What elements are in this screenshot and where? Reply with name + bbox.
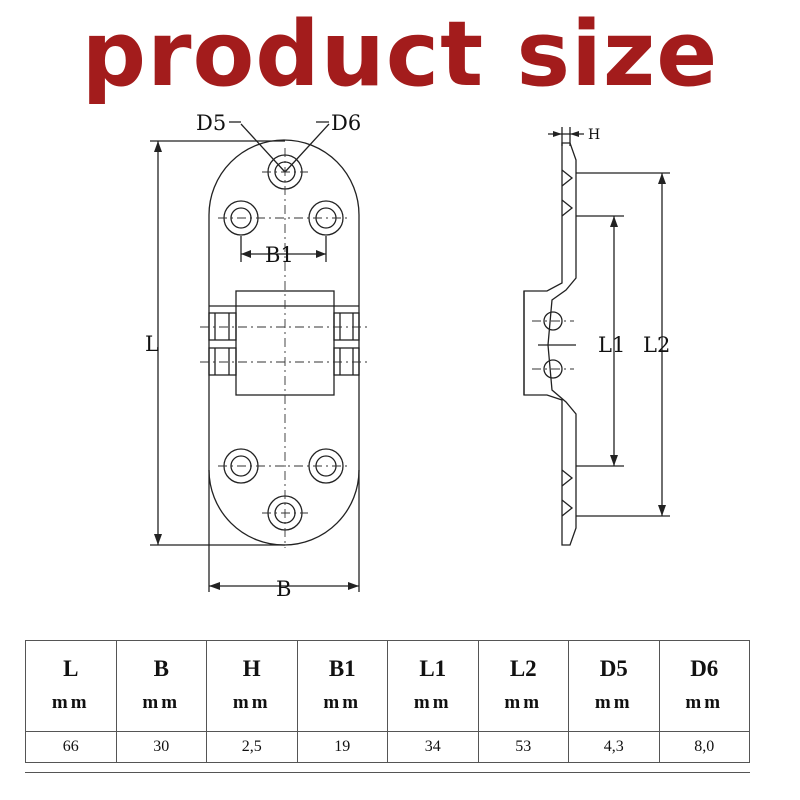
value-l2: 53 [477, 731, 569, 763]
value-b1: 19 [296, 731, 388, 763]
label-l: L [145, 332, 159, 356]
d6-leader [284, 123, 330, 173]
side-pin-upper [543, 311, 563, 331]
hinge-technical-drawing: D5 D6 B1 L B H L1 L2 [145, 111, 670, 601]
spec-table-value-row: 66 30 2,5 19 34 53 4,3 8,0 [25, 731, 750, 763]
table-bottom-rule [25, 772, 750, 773]
page-title: product size [81, 2, 719, 107]
label-h: H [588, 127, 600, 143]
d5-leader [240, 123, 286, 173]
label-l1: L1 [598, 333, 625, 357]
label-d6: D6 [331, 111, 361, 135]
value-l1: 34 [387, 731, 479, 763]
knuckle-right-bottom [333, 347, 360, 376]
value-h: 2,5 [206, 731, 298, 763]
hinge-plate-outline [208, 139, 360, 546]
knuckle-left-bottom [208, 347, 237, 376]
value-b: 30 [115, 731, 207, 763]
value-d5: 4,3 [568, 731, 660, 763]
value-d6: 8,0 [658, 731, 750, 763]
label-b1: B1 [265, 243, 294, 267]
knuckle-right-top [333, 312, 360, 341]
label-b: B [276, 577, 291, 601]
label-l2: L2 [643, 333, 670, 357]
value-l: 66 [25, 731, 117, 763]
side-pin-lower [543, 359, 563, 379]
side-view-profile [523, 142, 577, 546]
label-d5: D5 [196, 111, 226, 135]
knuckle-left-top [208, 312, 237, 341]
